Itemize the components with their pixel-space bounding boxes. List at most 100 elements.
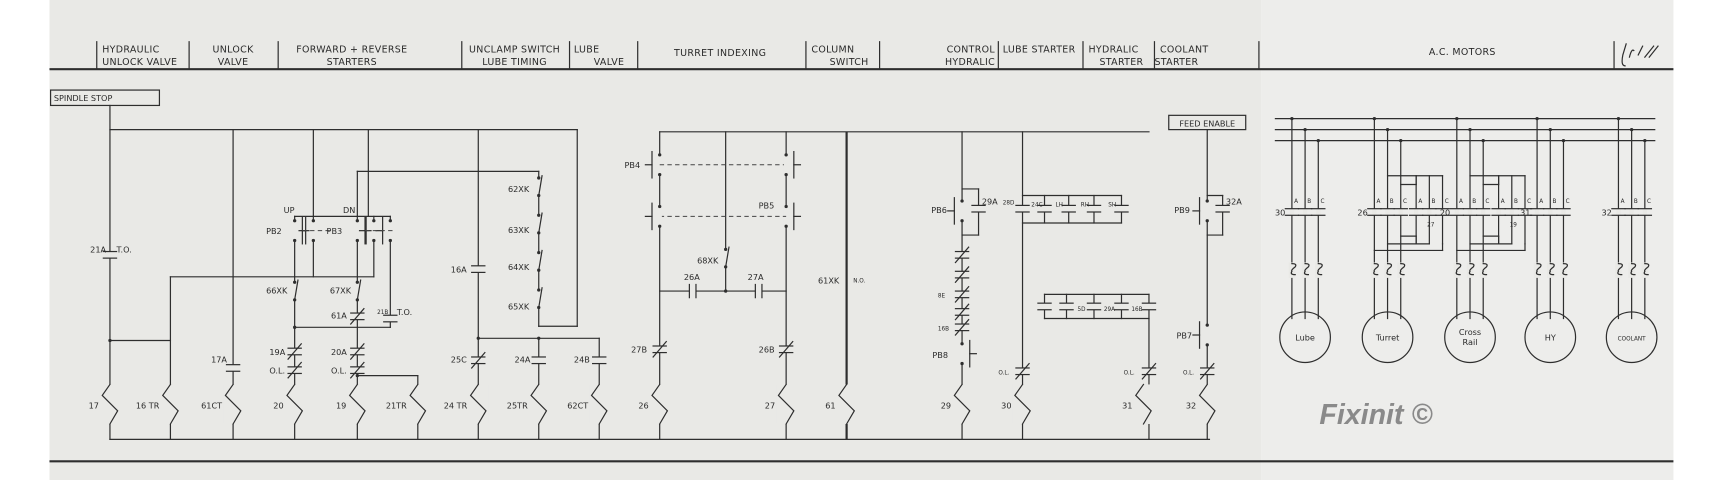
coil-label: 31 (1122, 401, 1132, 411)
label: RH (1081, 203, 1089, 209)
contact-gap (1316, 208, 1321, 216)
header-section-title: LUBE STARTER (1003, 45, 1076, 56)
reversing-starter-label: 27 (1427, 222, 1435, 228)
phase-label: A (1294, 199, 1298, 205)
junction-dot (1205, 343, 1209, 347)
coil-gap (589, 384, 610, 424)
limit-switch-arm (356, 279, 362, 301)
limit-switch-arm (538, 249, 543, 271)
nc-slash (1199, 362, 1215, 380)
label: UP (284, 205, 295, 215)
label: 29A (982, 196, 998, 206)
pb-gap (1205, 325, 1210, 345)
phase-label: C (1527, 199, 1531, 205)
phase-label: C (1403, 199, 1407, 205)
nc-slash (954, 318, 970, 336)
label: 26B (759, 345, 775, 355)
limit-switch-arm (724, 246, 730, 268)
junction-dot (293, 325, 297, 329)
coil-gap (952, 384, 972, 424)
nc-slash (287, 342, 303, 361)
label: 28D (1003, 200, 1015, 206)
header-section-subtitle: VALVE (218, 57, 249, 68)
contact-gap (1467, 208, 1473, 216)
label: 5D (1078, 307, 1087, 313)
label: 67XK (330, 285, 352, 295)
coil-gap (1133, 384, 1154, 424)
watermark: Fixinit © (1319, 399, 1433, 431)
label: T.O. (396, 307, 412, 317)
junction-dot (960, 219, 964, 223)
junction-dot (960, 361, 964, 366)
header-section-subtitle: VALVE (594, 57, 625, 68)
contact-gap (1091, 205, 1097, 212)
motor-circle (1524, 311, 1577, 364)
motor-circle (1605, 311, 1658, 364)
label: PB2 (266, 226, 282, 236)
label: 25C (451, 354, 467, 364)
junction-dot (1205, 199, 1209, 203)
coil-label: 24 TR (444, 401, 468, 411)
header-section-subtitle: UNLOCK VALVE (102, 57, 177, 68)
contact-gap (1561, 208, 1566, 216)
contact-gap (1454, 208, 1460, 216)
coil-label: 17 (89, 401, 99, 411)
header-section-subtitle: SWITCH (830, 57, 869, 68)
coil-zigzag (224, 383, 242, 425)
contact-gap (1534, 208, 1540, 216)
header-section-title: UNLOCK (213, 45, 255, 56)
junction-dot (1316, 138, 1320, 143)
header-section-subtitle: HYDRALIC (945, 57, 995, 68)
phase-label: C (1647, 199, 1651, 205)
contact-gap (1372, 208, 1377, 216)
junction-dot (476, 336, 480, 340)
contact-gap (388, 315, 393, 322)
contact-gap (1385, 208, 1390, 216)
reversing-starter-label: 19 (1510, 222, 1518, 228)
junction-dot (784, 224, 788, 228)
contact-gap (1413, 208, 1419, 216)
label: PB3 (327, 226, 343, 236)
coil-label: 29 (941, 401, 951, 411)
phase-label: A (1377, 199, 1381, 205)
label: 27A (748, 272, 764, 282)
phase-label: C (1566, 199, 1570, 205)
phase-label: B (1390, 199, 1394, 205)
label: O.L. (1124, 371, 1135, 377)
junction-dot (1290, 116, 1294, 121)
contact-gap (1481, 208, 1486, 216)
junction-dot (784, 204, 788, 209)
label: 16B (938, 327, 949, 333)
label: 27B (631, 345, 647, 355)
label: LH (1056, 203, 1063, 209)
coil-label: 16 TR (136, 401, 160, 411)
junction-dot (1629, 127, 1634, 132)
junction-dot (1561, 138, 1566, 143)
junction-dot (537, 176, 541, 180)
phase-label: B (1552, 199, 1556, 205)
pb-gap (783, 154, 789, 175)
nc-slash (954, 285, 970, 303)
signature-icon (1621, 43, 1659, 67)
coil-label: 27 (765, 401, 775, 411)
switch-gap (355, 282, 360, 300)
contact-gap (1302, 208, 1308, 216)
junction-dot (1643, 138, 1647, 143)
label: 17A (211, 354, 227, 364)
label: 26A (684, 272, 700, 282)
label: 61XK (818, 275, 840, 285)
coil-zigzag (1134, 383, 1152, 425)
coil-zigzag (590, 383, 608, 425)
label: 68XK (697, 256, 719, 266)
spindle-stop-box (49, 89, 161, 107)
coil-gap (284, 384, 305, 424)
header-section-subtitle: STARTER (1154, 57, 1198, 68)
coil-zigzag (838, 383, 856, 425)
junction-dot (1303, 127, 1307, 132)
junction-dot (537, 288, 541, 292)
nc-slash (349, 361, 365, 379)
coil-zigzag (530, 383, 548, 425)
coil-gap (1012, 384, 1033, 424)
junction-dot (658, 224, 662, 228)
